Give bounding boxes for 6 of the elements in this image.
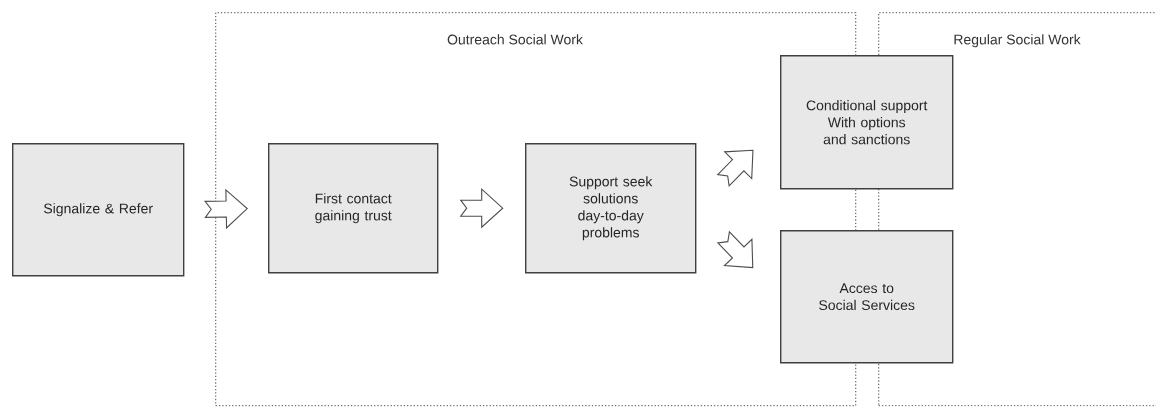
process-box: First contact gaining trust [268,143,439,274]
block-arrow [459,187,504,229]
process-box: Signalize & Refer [12,143,185,277]
process-box: Support seek solutions day-to-day problems [525,143,697,274]
process-box: Acces to Social Services [780,230,954,364]
process-box: Conditional support With options and sanctions [780,55,954,190]
